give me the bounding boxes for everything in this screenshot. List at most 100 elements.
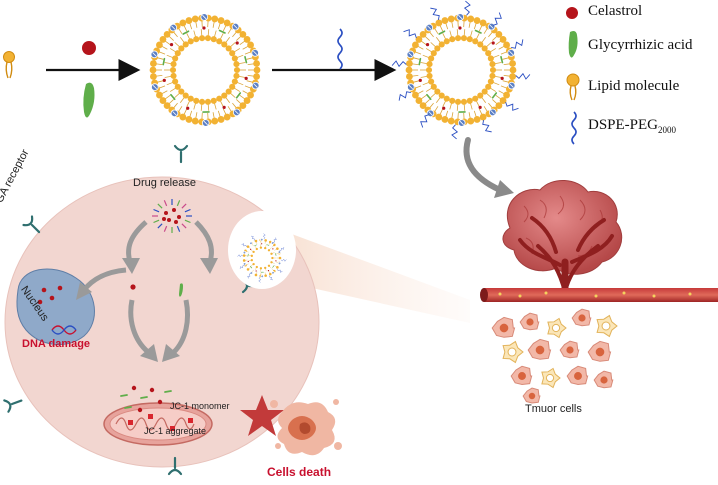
celastrol-dot-icon [566,7,578,19]
glycyrrhizic-acid-icon [500,55,504,64]
peg-chain [280,258,287,262]
lipid-head [449,36,456,43]
celastrol-dot-icon [458,26,462,30]
lipid-head [447,117,455,125]
lipid-head [233,66,241,74]
lipid-head [252,250,255,254]
lipid-head [163,31,171,38]
celastrol-dot-icon [186,106,190,110]
surface-marker-line [408,52,413,57]
surface-marker-line [427,25,432,30]
dying-cell-icon [596,314,618,338]
lipid-head [211,117,219,125]
arrow-head [140,344,158,362]
lipid-head [435,19,443,27]
arrow-icon [463,137,503,193]
lipid-molecule-icon [566,73,580,101]
lipid-head [172,55,179,62]
endocytic-vesicle [228,211,296,289]
lipid-head [426,72,433,79]
lipid-head [438,92,445,99]
lipid-head [430,50,437,57]
nucleus-icon [16,268,95,346]
lipid-head [187,38,194,45]
glycyrrhizic-acid-icon [438,30,446,35]
peg-chain [403,29,417,39]
glycyrrhizic-acid-icon [120,394,128,397]
lipid-head [270,252,273,255]
lipid-head [454,98,462,105]
lipid-head [253,73,260,80]
lipid-head [509,60,516,67]
tumor-cell-icon [593,370,614,389]
surface-marker-line [250,272,253,274]
tumor-icon [502,180,623,296]
surface-marker-line [171,25,176,30]
lipid-head [191,117,199,125]
dna-icon [51,325,77,335]
lipid-head [485,83,492,90]
peg-chain [420,114,430,128]
lipid-head [443,95,450,102]
lipid-head [169,66,177,74]
peg-chain [505,101,519,111]
lipid-head [216,38,223,45]
lipid-head [198,98,206,105]
lipid-head [406,60,413,67]
celastrol-dot-icon [130,284,136,290]
lipid-head [250,254,253,258]
lipid-head [198,35,206,42]
lipid-head [233,61,240,68]
lipid-head [434,45,441,52]
dying-cell-icon [502,340,524,364]
lipid-head [193,97,200,104]
glycyrrhizic-acid-icon [140,396,148,399]
peg-chain [492,12,502,26]
lipid-head [243,97,251,104]
tumor-cell-icon [571,308,592,327]
lipid-head [193,36,200,43]
surface-marker-line [428,111,433,116]
lipid-head [412,91,419,99]
lipid-head [264,246,267,250]
tumor-cell-icon [587,340,612,362]
dying-cell-icon [547,317,567,339]
peg-chain [451,124,459,140]
surface-marker-line [203,120,208,126]
legend-celastrol: Celastrol [588,3,643,19]
lipid-head [264,274,267,277]
lipid-head [233,72,240,79]
tumor-cell-icon [491,316,516,338]
surface-marker-line [243,263,246,265]
lipid-head [415,97,423,104]
lipid-head [438,41,445,48]
peg-chain [258,276,262,283]
lipid-head [485,50,492,57]
celastrol-dot-icon [172,208,176,212]
lipid-head [231,78,238,85]
released-chain [157,223,163,229]
lipid-head [466,97,473,104]
surface-marker-line [172,111,177,116]
drug-release-label: Drug release [133,177,196,189]
celastrol-dot-icon [267,270,270,272]
lipid-head [242,254,246,257]
lipid-head [221,41,228,48]
dspe-peg-icon [571,111,577,145]
legend-lipid-molecule: Lipid molecule [588,78,680,94]
arrow-head [162,344,180,362]
lipid-head [412,41,419,49]
lipid-head [178,88,185,95]
lipid-head [467,15,475,23]
lipid-head [191,15,199,23]
lipid-head [268,272,272,276]
released-chain [153,219,160,224]
lipid-head [185,17,193,24]
glycyrrhizic-acid-icon [426,93,432,101]
lipid-head [178,45,185,52]
jc1-aggregate-label: JC-1 aggregate [144,426,207,436]
lipid-head [487,55,494,62]
lipid-head [447,15,455,23]
lipid-head [247,41,254,49]
peg-chain [515,72,531,80]
